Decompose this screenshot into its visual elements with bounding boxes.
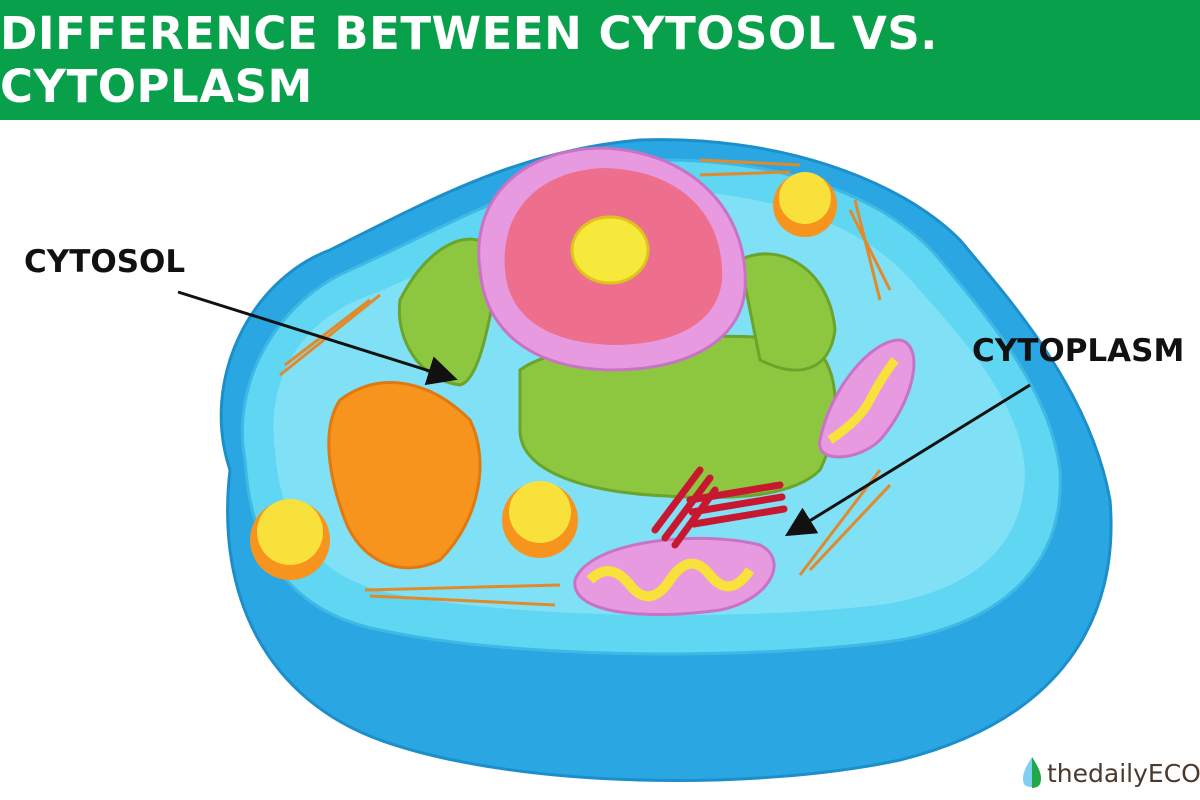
page-title: DIFFERENCE BETWEEN CYTOSOL VS. CYTOPLASM [0, 7, 938, 113]
lysosomes [250, 172, 837, 580]
cytoplasm-arrow [784, 383, 1031, 537]
header-banner: DIFFERENCE BETWEEN CYTOSOL VS. CYTOPLASM [0, 0, 1200, 120]
animal-cell-illustration [177, 138, 1113, 782]
leaf-drop-icon [1022, 757, 1042, 788]
cytoskeleton-filaments [279, 158, 892, 607]
nucleolus [570, 215, 650, 285]
golgi-apparatus [327, 381, 482, 570]
mitochondria [573, 338, 916, 617]
thedailyeco-logo: thedailyECO [1020, 756, 1200, 790]
cytosol-label: CYTOSOL [24, 244, 186, 280]
logo-text: thedailyECO [1047, 758, 1200, 788]
centrioles [651, 466, 788, 549]
cytosol-arrow [177, 290, 458, 386]
cytoplasm-label: CYTOPLASM [972, 333, 1185, 369]
